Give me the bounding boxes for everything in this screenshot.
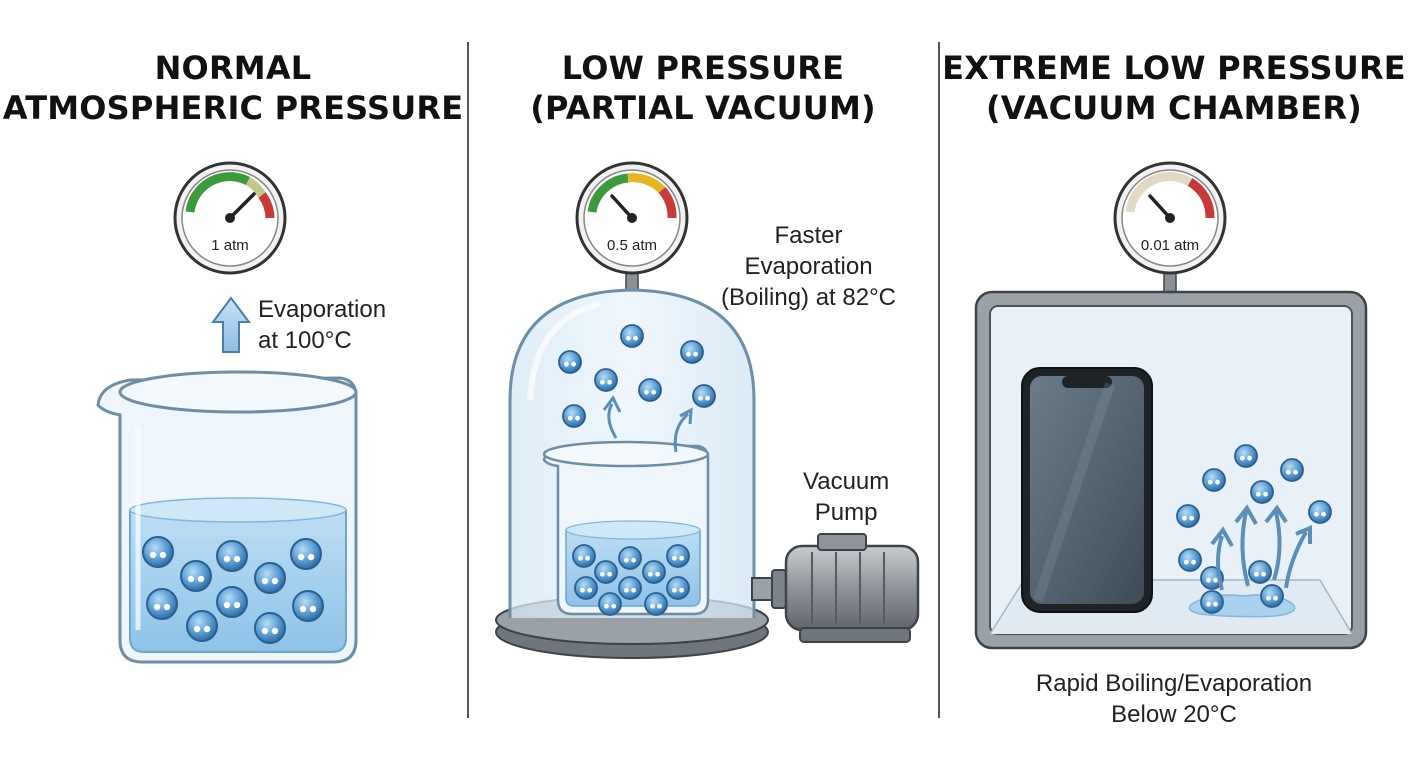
pressure-gauge-icon: 0.5 atm xyxy=(575,161,689,275)
up-arrow-icon xyxy=(211,296,251,353)
panel-title: LOW PRESSURE (PARTIAL VACUUM) xyxy=(530,49,876,127)
gauge-reading: 0.01 atm xyxy=(1141,237,1199,254)
pressure-gauge-icon: 0.01 atm xyxy=(1113,161,1227,275)
panel-normal-pressure: NORMAL ATMOSPHERIC PRESSURE Evaporation … xyxy=(0,0,466,768)
panel-divider xyxy=(467,42,469,718)
gauge-reading: 0.5 atm xyxy=(607,237,657,254)
evaporation-caption: Evaporation at 100°C xyxy=(258,296,387,354)
gauge-reading: 1 atm xyxy=(211,237,249,254)
up-arrow-icon xyxy=(602,395,693,453)
vacuum-pump-label: Vacuum Pump xyxy=(803,468,890,526)
smartphone-icon xyxy=(1021,367,1153,613)
panel-title: NORMAL ATMOSPHERIC PRESSURE xyxy=(2,49,464,127)
evaporation-caption: Faster Evaporation (Boiling) at 82°C xyxy=(721,222,897,311)
evaporation-caption: Rapid Boiling/Evaporation Below 20°C xyxy=(1035,670,1313,728)
pressure-gauge-icon: 1 atm xyxy=(173,161,287,275)
panel-extreme-low-pressure: EXTREME LOW PRESSURE (VACUUM CHAMBER) Ra… xyxy=(940,0,1408,768)
vacuum-pump-icon xyxy=(751,533,920,643)
up-arrow-icon xyxy=(1210,504,1312,591)
panel-divider xyxy=(938,42,940,718)
panel-title: EXTREME LOW PRESSURE (VACUUM CHAMBER) xyxy=(942,49,1406,127)
panel-low-pressure: LOW PRESSURE (PARTIAL VACUUM) Faster Eva… xyxy=(469,0,937,768)
